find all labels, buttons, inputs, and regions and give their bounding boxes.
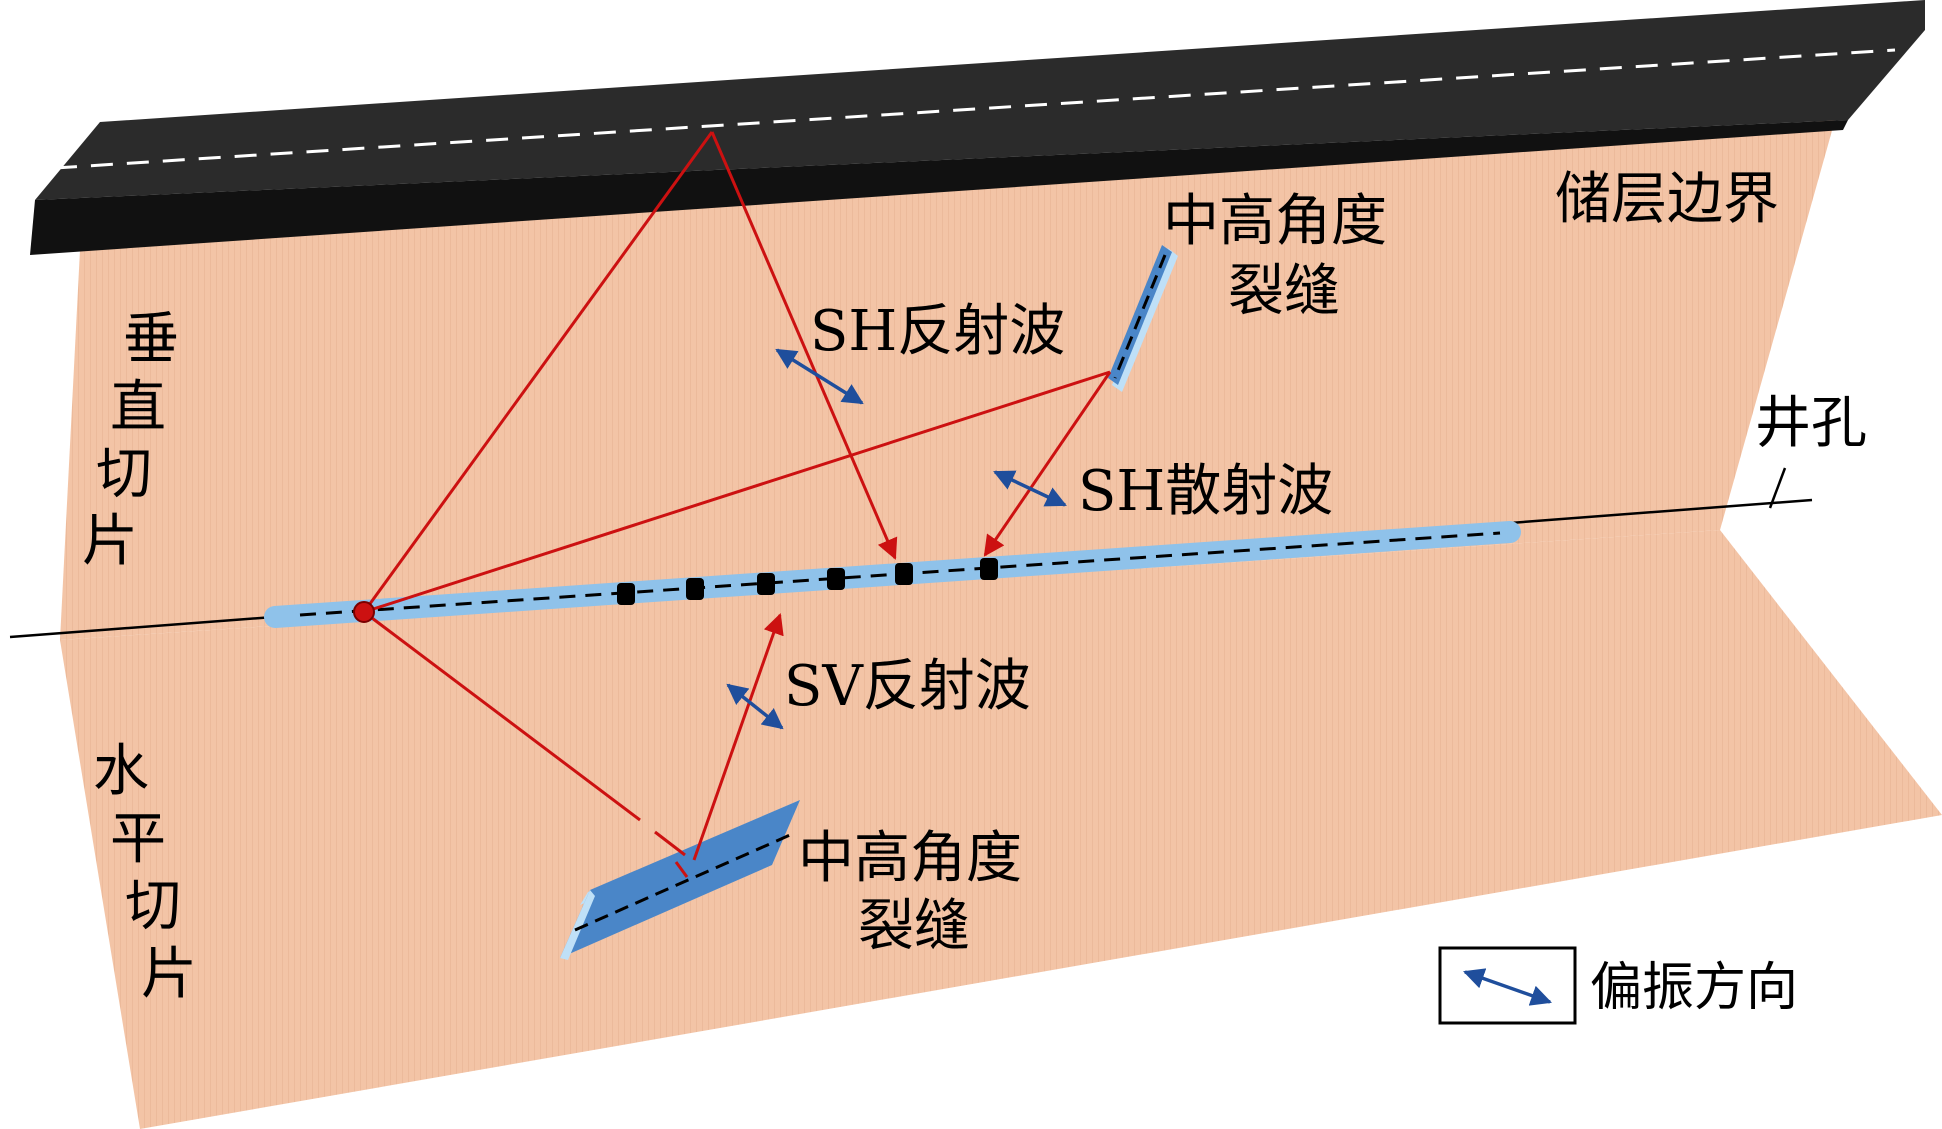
label-sh-reflected: SH反射波 (810, 299, 1065, 364)
reservoir-boundary-front (30, 120, 1848, 255)
svg-text:垂: 垂 (123, 307, 179, 372)
receiver (895, 563, 913, 585)
rays (362, 131, 1112, 878)
legend-polarization-label: 偏振方向 (1590, 958, 1798, 1018)
svg-text:片: 片 (141, 942, 197, 1007)
receiver (827, 568, 845, 590)
label-fracture-lower-line2: 裂缝 (858, 894, 970, 959)
label-horizontal-slice: 水 平 切 片 (93, 739, 197, 1007)
label-fracture-upper-line2: 裂缝 (1228, 259, 1340, 324)
receiver (980, 558, 998, 580)
svg-text:切: 切 (96, 442, 152, 507)
label-vertical-slice: 垂 直 切 片 (82, 307, 179, 574)
label-sh-scattered: SH散射波 (1078, 459, 1333, 524)
receiver (617, 583, 635, 605)
svg-text:水: 水 (93, 739, 149, 804)
label-reservoir-boundary: 储层边界 (1555, 167, 1779, 232)
reservoir-boundary-dashed-line (54, 48, 1896, 170)
polarization-arrow-sh-reflected (775, 348, 864, 405)
label-borehole: 井孔 (1755, 391, 1867, 456)
borehole-leader (1768, 467, 1787, 509)
receiver (757, 573, 775, 595)
polarization-arrow-sh-scattered (993, 470, 1067, 507)
polarization-arrow-sv-reflected (726, 683, 784, 730)
label-fracture-lower-line1: 中高角度 (798, 826, 1022, 891)
reservoir-boundary-top (35, 0, 1925, 200)
legend: 偏振方向 (1438, 946, 1798, 1025)
fracture-upper (1108, 245, 1178, 392)
legend-box (1438, 946, 1577, 1025)
horizontal-slice-plane (60, 530, 1942, 1129)
receiver (686, 578, 704, 600)
svg-text:片: 片 (82, 509, 138, 574)
receivers (617, 558, 998, 605)
label-fracture-upper-line1: 中高角度 (1163, 189, 1387, 254)
svg-text:切: 切 (125, 874, 181, 939)
svg-text:平: 平 (110, 807, 166, 872)
borehole-tube (264, 521, 1521, 628)
label-sv-reflected: SV反射波 (784, 654, 1031, 719)
legend-polarization-icon (1463, 968, 1552, 1006)
vertical-slice-plane (60, 120, 1835, 640)
polarization-arrows (726, 348, 1067, 730)
svg-text:直: 直 (110, 375, 166, 440)
fracture-lower (560, 800, 800, 960)
source-point (353, 601, 375, 623)
